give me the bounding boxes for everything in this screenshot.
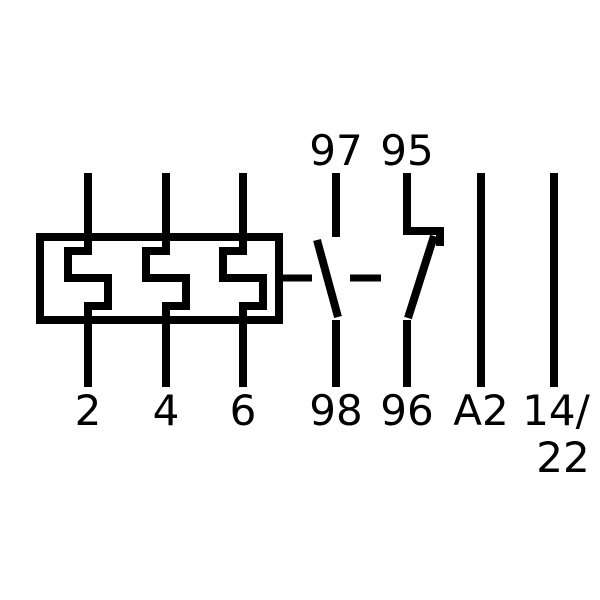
terminal-label-96: 96 — [380, 386, 433, 435]
terminal-label-14-slash: 14/ — [522, 386, 590, 435]
terminal-label-a2: A2 — [453, 386, 508, 435]
terminal-label-97: 97 — [309, 126, 362, 175]
terminal-label-95: 95 — [380, 126, 433, 175]
thermal-elements — [64, 237, 267, 320]
heater-element-3 — [219, 237, 267, 320]
overload-relay-box — [36, 233, 283, 324]
phase-conductors — [84, 173, 247, 387]
terminal-label-98: 98 — [309, 386, 362, 435]
bottom-terminal-labels: 2 4 6 98 96 A2 14/ 22 — [75, 386, 591, 482]
heater-element-1 — [64, 237, 112, 320]
no-contact-97-98 — [313, 173, 342, 387]
no-contact-blade — [313, 238, 342, 319]
right-conductors — [477, 173, 558, 387]
terminal-label-4: 4 — [153, 386, 180, 435]
heater-element-2 — [142, 237, 190, 320]
terminal-label-2: 2 — [75, 386, 102, 435]
terminal-label-6: 6 — [230, 386, 257, 435]
nc-contact-seat — [403, 227, 444, 246]
terminal-label-22: 22 — [536, 433, 589, 482]
nc-contact-blade — [404, 234, 438, 320]
nc-contact-95-96 — [403, 173, 444, 387]
